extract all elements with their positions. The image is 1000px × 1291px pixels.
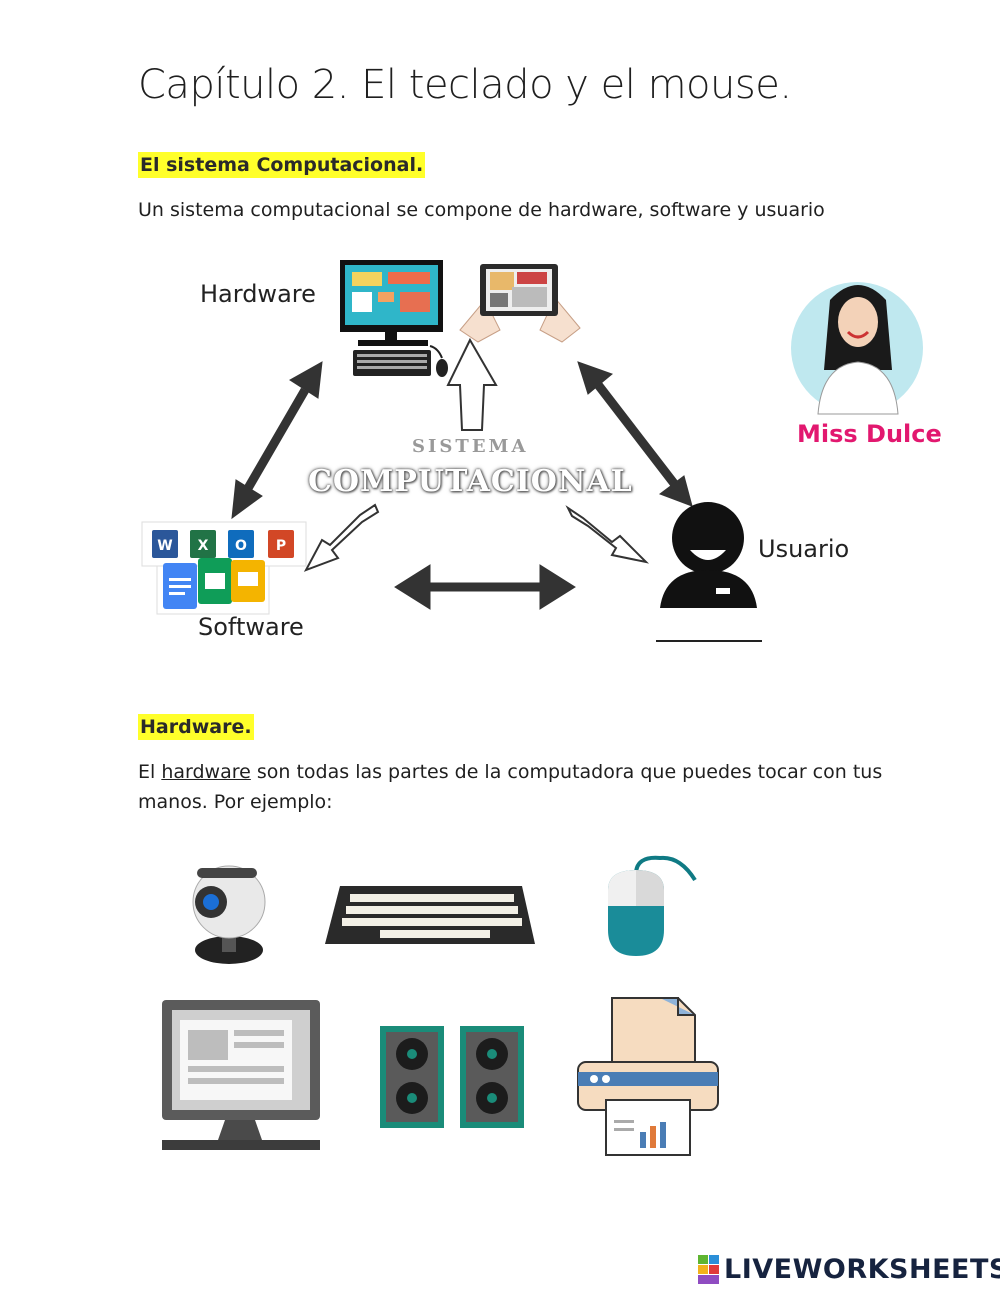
page-title: Capítulo 2. El teclado y el mouse.: [138, 62, 792, 108]
excel-icon: X: [198, 538, 209, 554]
arrow-down-right-icon: [565, 505, 650, 564]
hardware-gallery: [0, 850, 1000, 1170]
diagram-graphics: W X O P: [141, 260, 923, 615]
tablet-icon: [459, 264, 581, 343]
webcam-icon: [192, 865, 266, 964]
google-docs-apps-icon: [156, 558, 270, 615]
software-label: Software: [198, 613, 304, 641]
monitor-icon: [162, 1000, 320, 1150]
outlook-icon: O: [235, 538, 247, 554]
answer-line[interactable]: [656, 640, 762, 642]
liveworksheets-logo: LIVEWORKSHEETS: [698, 1254, 1000, 1285]
center-label-computacional: COMPUTACIONAL: [308, 464, 633, 499]
double-arrow-sw-user-icon: [394, 564, 576, 610]
word-icon: W: [157, 538, 172, 554]
arrow-up-icon: [446, 337, 498, 431]
miss-dulce-logo: Miss Dulce: [797, 420, 942, 448]
double-arrow-hw-user-icon: [577, 361, 693, 507]
center-label-sistema: SISTEMA: [412, 436, 529, 457]
usuario-label: Usuario: [758, 535, 850, 563]
speakers-icon: [380, 1026, 524, 1128]
hardware-term: hardware: [161, 761, 251, 783]
hardware-definition-text: El hardware son todas las partes de la c…: [138, 761, 883, 813]
desktop-computer-icon: [340, 260, 448, 377]
section-heading-hardware: Hardware.: [138, 714, 254, 740]
mouse-icon: [608, 855, 697, 956]
section-intro-text: Un sistema computacional se compone de h…: [138, 199, 825, 221]
liveworksheets-logo-icon: [698, 1254, 719, 1284]
printer-icon: [577, 997, 719, 1156]
double-arrow-hw-sw-icon: [231, 361, 323, 520]
miss-dulce-avatar: [791, 282, 923, 415]
powerpoint-icon: P: [276, 538, 286, 554]
system-diagram: W X O P Hardware: [0, 250, 1000, 660]
liveworksheets-brand: LIVEWORKSHEETS: [724, 1254, 1000, 1285]
keyboard-icon: [325, 886, 535, 944]
section-heading-sistema: El sistema Computacional.: [138, 152, 426, 178]
user-icon: [660, 502, 757, 608]
arrow-down-left-icon: [303, 503, 380, 572]
hardware-label: Hardware: [200, 280, 316, 308]
